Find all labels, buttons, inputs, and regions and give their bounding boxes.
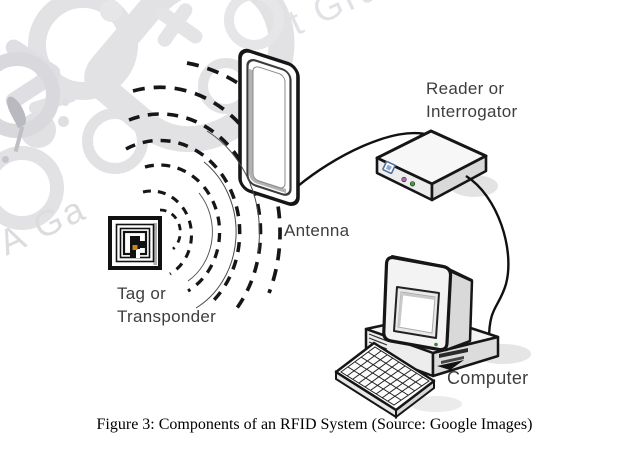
computer-graphic [334,255,531,420]
tag-chip-icon [130,236,146,258]
reader-label: Reader or Interrogator [426,77,517,123]
computer-label: Computer [447,368,529,388]
computer-keyboard [334,341,436,420]
watermark-dot-icon [58,116,69,127]
radio-waves [125,61,282,310]
reader-port-icon [409,181,416,187]
watermark-ring-icon [224,0,284,50]
rfid-tag-graphic [108,216,162,270]
tag-label: Tag or Transponder [117,282,216,328]
reader-label-line1: Reader or [426,79,505,98]
tag-label-line2: Transponder [117,307,217,326]
watermark-dot-icon [62,99,69,106]
reader-device-graphic [375,129,498,202]
watermark-dot-icon [2,156,9,163]
antenna-graphic [238,48,300,207]
field-line [206,130,260,253]
figure-caption: Figure 3: Components of an RFID System (… [96,416,533,433]
watermark-dot-icon [100,0,122,22]
reader-port-icon [382,160,396,174]
reader-computer-cable [465,174,510,341]
power-led-icon [434,342,438,347]
tag-label-line1: Tag or [117,284,167,303]
reader-label-line2: Interrogator [426,102,518,121]
computer-monitor [382,255,474,352]
reader-port-icon [401,176,407,183]
antenna-label: Antenna [284,221,350,240]
antenna-reader-cable [297,132,431,187]
